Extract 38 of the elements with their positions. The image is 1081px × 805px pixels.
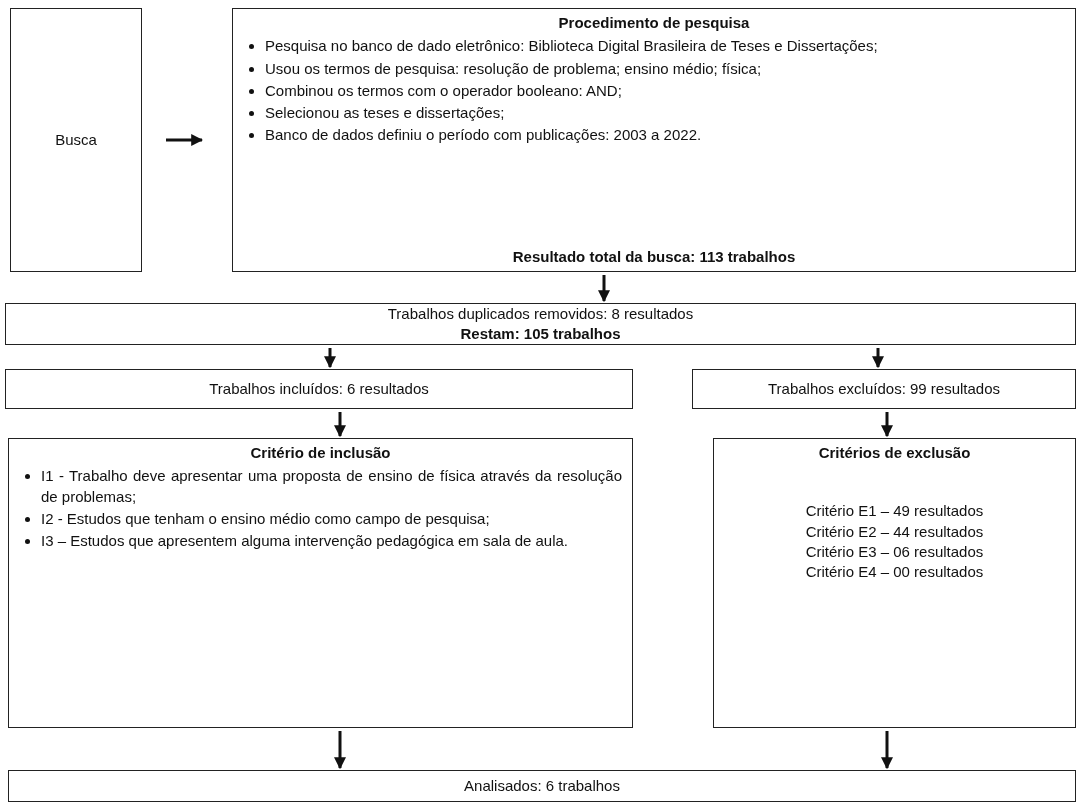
arrow: [881, 731, 893, 770]
heading-text: Procedimento de pesquisa: [557, 13, 751, 33]
box-text: Critério E2 – 44 resultados: [804, 521, 985, 542]
bullet-item: Combinou os termos com o operador booleano: AND;: [243, 80, 1065, 101]
process-box: [232, 8, 1076, 272]
arrow: [872, 348, 884, 369]
box-text: Trabalhos duplicados removidos: 8 resultados: [386, 303, 695, 324]
bullet-item: I3 – Estudos que apresentem alguma intervenção pedagógica em sala de aula.: [19, 531, 622, 552]
result-text: Restam: 105 trabalhos: [459, 324, 622, 344]
heading-text: Critério de inclusão: [249, 443, 392, 463]
bullet-item: I2 - Estudos que tenham o ensino médio como campo de pesquisa;: [19, 508, 622, 529]
box-text: Busca: [54, 129, 98, 150]
process-box: [10, 8, 142, 272]
box-text: Trabalhos incluídos: 6 resultados: [208, 378, 430, 399]
box-text: Critério E3 – 06 resultados: [804, 541, 985, 562]
arrow: [881, 412, 893, 438]
arrow: [334, 412, 346, 438]
process-box: [8, 438, 633, 728]
process-box: [5, 303, 1076, 345]
box-text: Analisados: 6 trabalhos: [463, 775, 621, 796]
arrow: [324, 348, 336, 369]
box-text: Trabalhos excluídos: 99 resultados: [766, 378, 1002, 399]
process-box: [692, 369, 1076, 409]
arrow: [166, 134, 204, 146]
bullet-item: Selecionou as teses e dissertações;: [243, 103, 1065, 124]
process-box: [8, 770, 1076, 802]
bullet-item: Usou os termos de pesquisa: resolução de problema; ensino médio; física;: [243, 58, 1065, 79]
arrow: [598, 275, 610, 303]
bullet-item: I1 - Trabalho deve apresentar uma proposta de ensino de física através da resolução de problemas;: [19, 466, 622, 507]
bullet-item: Banco de dados definiu o período com publicações: 2003 a 2022.: [243, 125, 1065, 146]
process-box: [713, 438, 1076, 728]
bullet-item: Pesquisa no banco de dado eletrônico: Biblioteca Digital Brasileira de Teses e Dissertações;: [243, 36, 1065, 57]
process-box: [5, 369, 633, 409]
arrow: [334, 731, 346, 770]
box-text: Critério E4 – 00 resultados: [804, 562, 985, 582]
heading-text: Critérios de exclusão: [817, 443, 972, 463]
box-text: Critério E1 – 49 resultados: [804, 501, 985, 522]
result-text: Resultado total da busca: 113 trabalhos: [511, 246, 797, 267]
